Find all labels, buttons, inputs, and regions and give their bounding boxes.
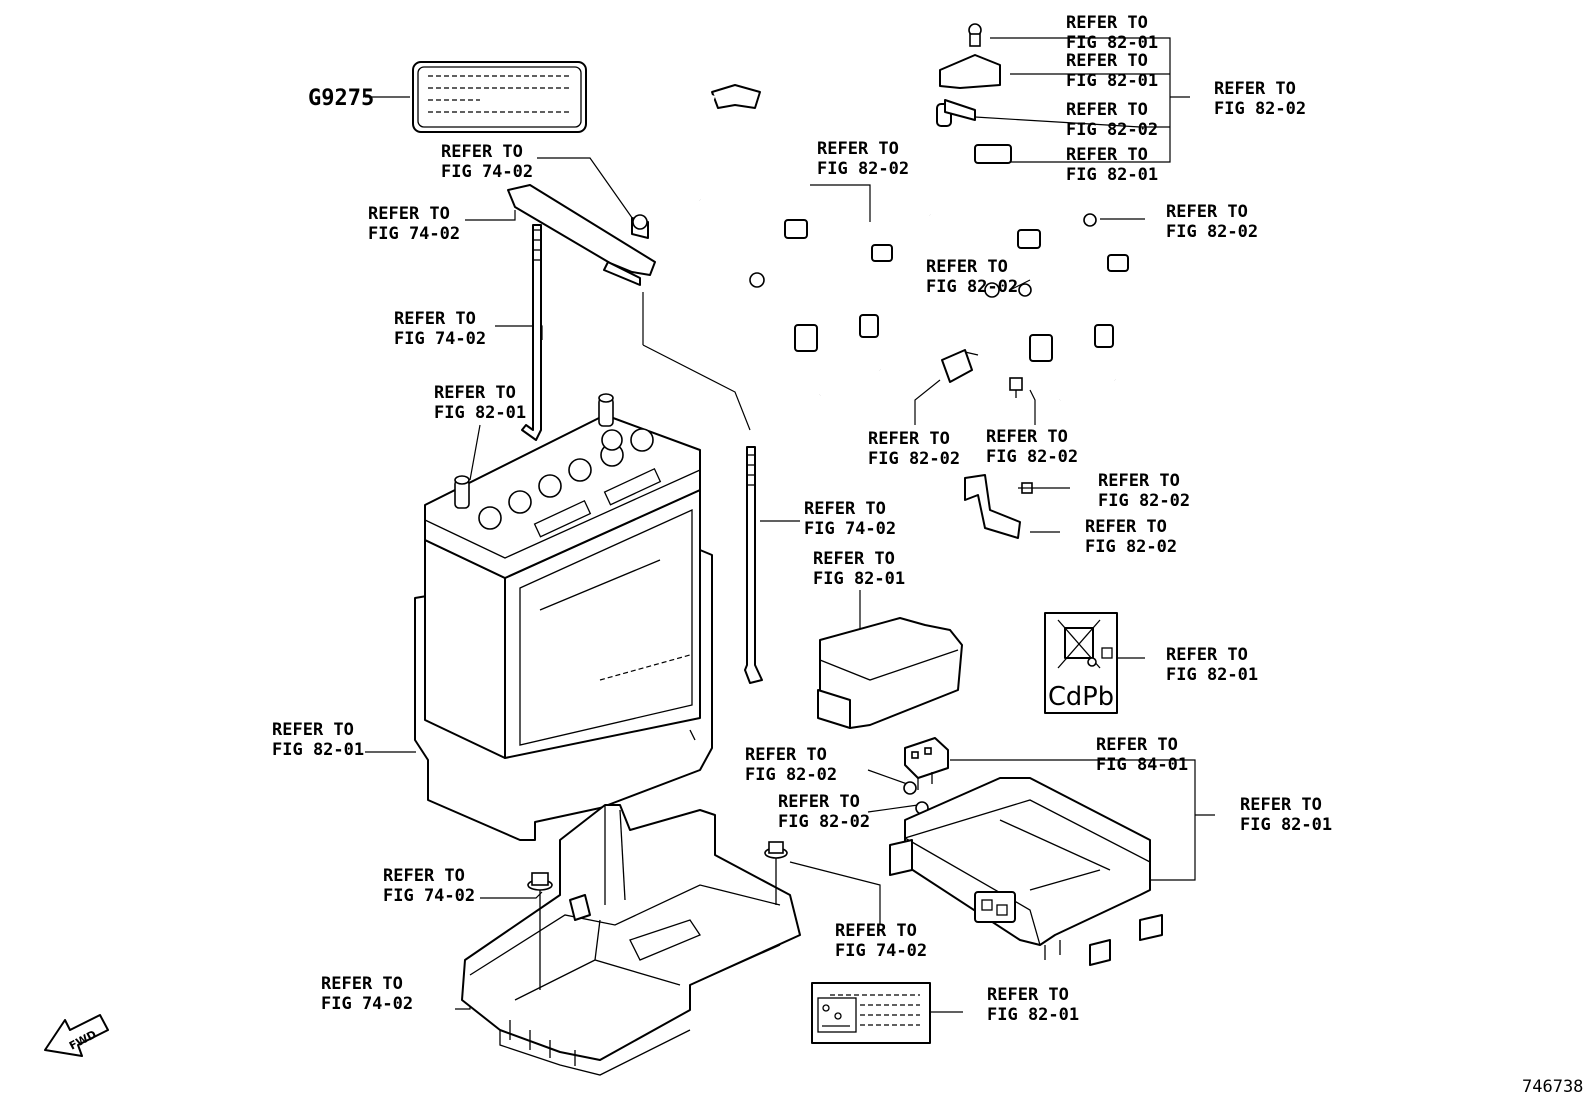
figure-number: 746738	[1522, 1077, 1583, 1097]
battery-clamp	[507, 184, 656, 286]
tray-bolts	[527, 841, 788, 990]
wiring-label	[811, 982, 931, 1044]
battery-cable-harness-2	[916, 23, 1129, 403]
control-unit	[889, 777, 1163, 966]
cable-clip	[941, 349, 979, 383]
connector	[904, 737, 949, 790]
battery	[414, 393, 713, 841]
leader-lines	[365, 37, 1215, 1013]
small-bolt	[1009, 377, 1023, 398]
part-code-label: G9275	[308, 86, 374, 111]
hold-down-rods	[521, 224, 763, 684]
fwd-arrow-icon: FWD	[44, 1014, 109, 1057]
recycle-label-text: CdPb	[1048, 682, 1114, 712]
fuse-bracket	[964, 474, 1045, 539]
battery-tray	[461, 804, 801, 1076]
battery-cable-harness-1	[686, 84, 893, 398]
nuts	[903, 781, 929, 815]
battery-caps	[478, 428, 654, 530]
recycle-label: CdPb	[1044, 612, 1118, 714]
caution-label-g9275	[412, 61, 587, 133]
battery-cover	[817, 617, 963, 729]
